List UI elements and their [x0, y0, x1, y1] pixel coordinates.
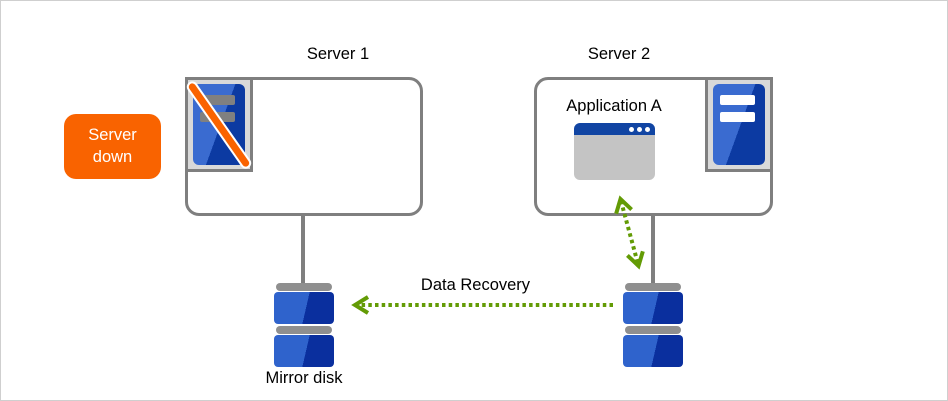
- server1-disk-connector: [301, 214, 305, 284]
- server2-disk-connector: [651, 214, 655, 284]
- server-slot-icon: [200, 95, 235, 105]
- disk-cap: [276, 326, 332, 334]
- disk-platter: [623, 335, 683, 367]
- server1-title: Server 1: [306, 45, 370, 63]
- application-label: Application A: [566, 97, 662, 115]
- disk-cap: [625, 283, 681, 291]
- server2-disk-icon: [623, 283, 683, 369]
- window-dot-icon: [645, 126, 650, 132]
- server-chassis-icon: [713, 84, 765, 165]
- server-slot-icon: [720, 95, 755, 105]
- server-down-badge: Server down: [64, 114, 161, 179]
- disk-cap: [276, 283, 332, 291]
- data-recovery-label: Data Recovery: [420, 276, 531, 294]
- server2-active-icon: [705, 77, 773, 172]
- server1-down-icon: [184, 77, 254, 172]
- mirror-disk-icon: [274, 283, 334, 369]
- disk-platter: [274, 335, 334, 367]
- window-dot-icon: [637, 126, 642, 132]
- window-dot-icon: [629, 126, 634, 132]
- application-window-icon: [574, 123, 655, 180]
- disk-platter: [274, 292, 334, 324]
- window-body: [574, 135, 655, 180]
- mirror-disk-label: Mirror disk: [265, 369, 343, 387]
- server-slot-icon: [720, 112, 755, 122]
- disk-cap: [625, 326, 681, 334]
- server2-title: Server 2: [587, 45, 651, 63]
- disk-platter: [623, 292, 683, 324]
- window-titlebar: [574, 123, 655, 135]
